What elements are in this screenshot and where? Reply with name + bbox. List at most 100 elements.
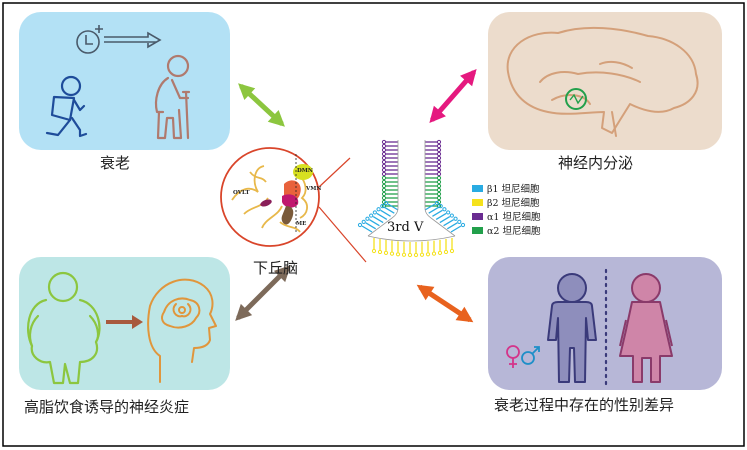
legend-swatch-beta2 (472, 199, 483, 206)
tanycyte-process (435, 212, 447, 220)
tanycyte-cell (381, 187, 387, 193)
tanycyte-cell (381, 159, 387, 165)
tanycyte-cell (460, 222, 466, 228)
hypothalamus-label: 下丘脑 (253, 259, 299, 277)
tanycyte-cell (436, 139, 442, 145)
tanycyte-cell (449, 213, 454, 218)
dmn-label: DMN (297, 168, 313, 174)
tanycyte-cell (371, 248, 377, 254)
walking-child-icon (45, 75, 88, 138)
tanycyte-cell (357, 222, 363, 228)
sex-difference-label: 衰老过程中存在的性别差异 (494, 396, 675, 414)
tanycyte-cell (449, 248, 455, 254)
tanycyte-cell (436, 143, 442, 149)
legend-label-alpha2: α2 坦尼细胞 (487, 226, 541, 237)
tanycyte-process (376, 212, 388, 220)
tanycyte-cell (436, 179, 442, 185)
tanycyte-cell (381, 143, 387, 149)
zoom-connector-lines (318, 157, 367, 263)
tanycyte-cell (457, 219, 462, 224)
tanycyte-cell (377, 249, 383, 255)
legend-swatch-beta1 (472, 185, 483, 192)
tanycyte-cell (376, 207, 381, 212)
hypothalamus-drawing (231, 154, 313, 233)
female-figure-icon (619, 273, 673, 383)
tanycyte-cell (381, 139, 387, 145)
tanycyte-cell (425, 252, 431, 257)
legend-label-beta1: β1 坦尼细胞 (487, 184, 540, 195)
tanycyte-cell (407, 252, 413, 258)
gender-symbol-icon (506, 345, 540, 368)
tanycyte-cell (436, 163, 442, 169)
tanycyte-cell (436, 147, 442, 153)
head-brain-icon (147, 278, 217, 383)
legend-swatch-alpha1 (472, 213, 483, 220)
arrowhead (455, 306, 474, 323)
tanycyte-cell (381, 151, 387, 157)
tanycyte-cell (453, 216, 458, 221)
arrowheads (235, 68, 477, 323)
hypothalamus-marker (565, 88, 587, 110)
tanycyte-cell (395, 252, 401, 257)
tanycyte-cell (436, 171, 442, 177)
legend-swatch-alpha2 (472, 227, 483, 234)
tanycyte-process (365, 222, 377, 230)
elderly-person-icon (154, 54, 191, 140)
tanycyte-cell (437, 250, 443, 255)
tanycyte-cell (413, 252, 419, 258)
clock-icon (76, 25, 162, 54)
tanycyte-cell (446, 210, 451, 215)
obesity-arrow-head (132, 315, 143, 329)
tanycyte-cell (381, 179, 387, 185)
tanycyte-cell (381, 171, 387, 177)
tanycyte-process (383, 206, 395, 214)
tanycyte-cell (442, 207, 447, 212)
tanycyte-cell (389, 251, 395, 256)
brain-icon (506, 26, 699, 137)
tanycyte-cell (434, 200, 440, 206)
tanycyte-process (361, 225, 373, 233)
neuroendocrine-panel (488, 12, 722, 150)
tanycyte-cell (381, 191, 387, 197)
arrowhead (238, 83, 256, 101)
tanycyte-process (387, 203, 399, 211)
tanycyte-process (424, 203, 436, 211)
tanycyte-cell (381, 183, 387, 189)
tanycyte-cell (361, 219, 366, 224)
tanycyte-cell (436, 155, 442, 161)
legend-label-beta2: β2 坦尼细胞 (487, 198, 540, 209)
tanycyte-cell (431, 251, 437, 256)
tanycyte-process (450, 225, 462, 233)
third-ventricle-label: 3rd V (387, 220, 424, 235)
arrowhead (235, 303, 253, 321)
arrowhead (416, 284, 435, 301)
tanycyte-cell (436, 151, 442, 157)
ventricle-wall (367, 140, 456, 242)
tanycyte-cell (372, 210, 377, 215)
tanycyte-cell (383, 200, 389, 206)
legend-label-alpha1: α1 坦尼细胞 (487, 212, 541, 223)
arrowhead (460, 68, 477, 87)
me-label: ME (296, 221, 307, 227)
tanycyte-cell (419, 252, 425, 257)
tanycyte-cell (381, 195, 387, 201)
tanycyte-cell (381, 155, 387, 161)
aging-label: 衰老 (100, 154, 131, 172)
tanycyte-cell (380, 204, 385, 209)
tanycyte-cell (401, 252, 407, 257)
arrowhead (273, 265, 291, 283)
vmn-label: VMN (306, 186, 322, 192)
tanycyte-process (369, 219, 380, 227)
tanycyte-process (428, 206, 440, 214)
tanycyte-cell (381, 163, 387, 169)
tanycyte-cell (436, 203, 442, 209)
obese-person-icon (27, 271, 101, 385)
tanycyte-cell (381, 203, 387, 209)
tanycyte-process (443, 219, 454, 227)
neuroendocrine-label: 神经内分泌 (558, 154, 634, 172)
tanycyte-cell (436, 187, 442, 193)
tanycyte-cell (381, 167, 387, 173)
male-figure-icon (547, 273, 597, 383)
